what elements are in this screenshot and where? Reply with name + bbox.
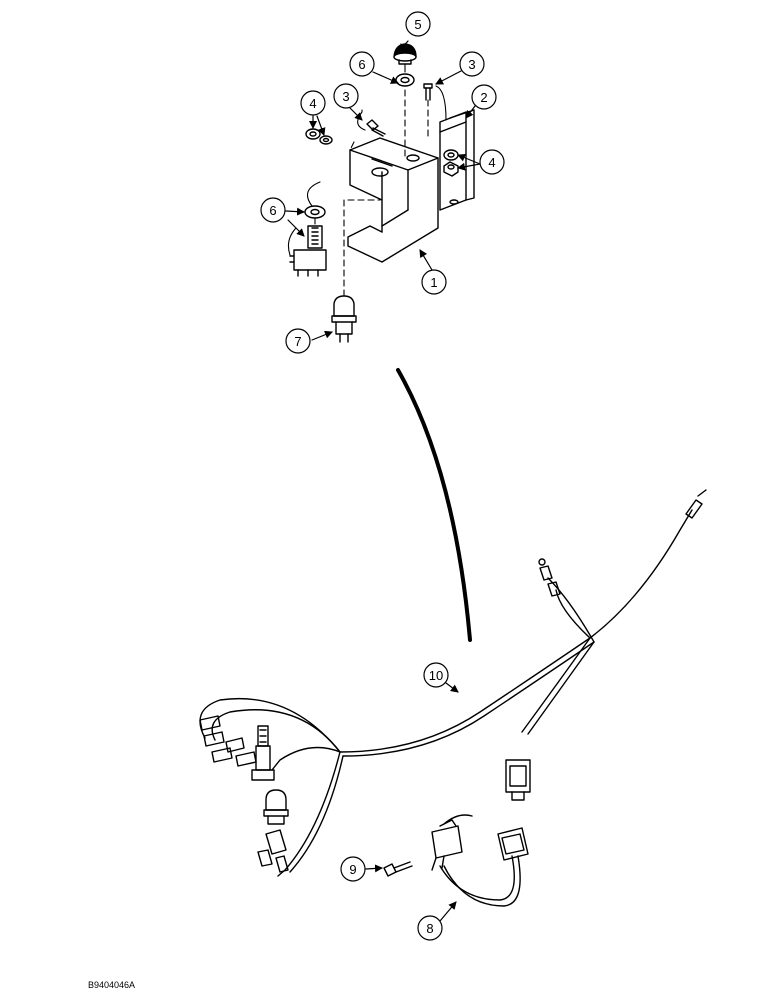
callout-2: 2: [471, 84, 497, 110]
callout-3-right: 3: [459, 51, 485, 77]
wiring-harness: [199, 489, 707, 877]
screw-right: [423, 83, 433, 101]
mounting-bracket: [347, 137, 439, 263]
callout-4-right: 4: [479, 149, 505, 175]
callout-5: 5: [405, 11, 431, 37]
screw-small: [383, 861, 413, 877]
callout-7: 7: [285, 328, 311, 354]
callout-6-top: 6: [349, 51, 375, 77]
section-divider-curve: [396, 368, 472, 642]
callout-9: 9: [340, 856, 366, 882]
callout-1: 1: [421, 269, 447, 295]
side-bracket: [439, 109, 475, 211]
callout-label-2: 2: [480, 90, 487, 105]
assembly-solid-guides: [287, 63, 447, 256]
callout-label-6-left: 6: [269, 203, 276, 218]
callout-label-3-right: 3: [468, 57, 475, 72]
callout-4-left: 4: [300, 90, 326, 116]
callout-label-9: 9: [349, 862, 356, 877]
jam-nut-top: [395, 73, 415, 87]
jam-nut-left: [304, 205, 326, 219]
callout-leaders: [285, 40, 481, 922]
callout-label-3-left: 3: [342, 89, 349, 104]
push-button-switch: [331, 295, 357, 343]
switch-left: [289, 225, 327, 277]
callout-label-1: 1: [430, 275, 437, 290]
nut-and-washer-left: [305, 128, 333, 145]
callout-8: 8: [417, 915, 443, 941]
micro-switch: [431, 814, 473, 871]
callout-label-5: 5: [414, 17, 421, 32]
screw-left: [366, 119, 386, 137]
callout-10: 10: [423, 662, 449, 688]
switch-harness: [439, 827, 529, 907]
callout-label-4-right: 4: [488, 155, 495, 170]
assembly-guide-lines: [314, 89, 429, 297]
figure-code: B9404046A: [88, 980, 136, 990]
callout-label-7: 7: [294, 334, 301, 349]
callout-3-left: 3: [333, 83, 359, 109]
callout-label-6-top: 6: [358, 57, 365, 72]
knob: [393, 43, 417, 65]
callout-label-8: 8: [426, 921, 433, 936]
callout-label-4-left: 4: [309, 96, 316, 111]
nut-and-washer-right: [443, 149, 459, 177]
callout-6-left: 6: [260, 197, 286, 223]
callout-label-10: 10: [429, 668, 443, 683]
